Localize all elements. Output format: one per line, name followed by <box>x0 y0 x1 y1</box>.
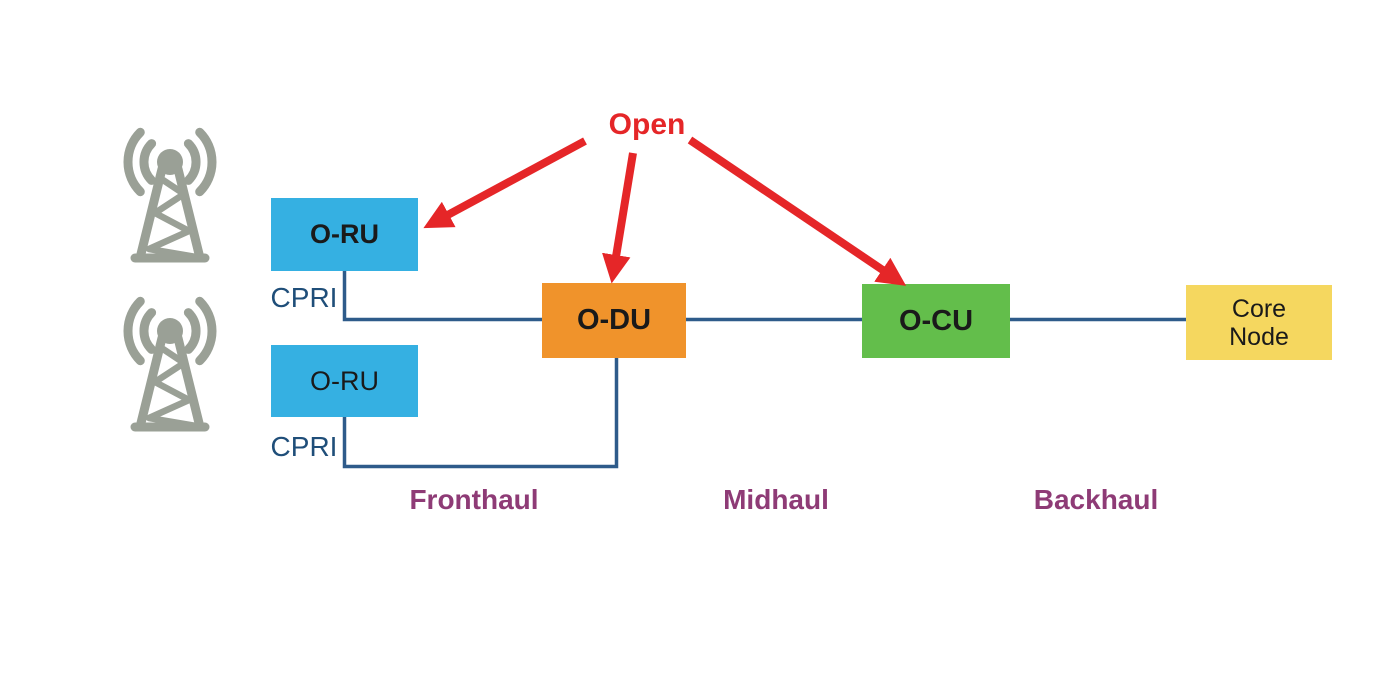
open-arrow-to-oru-icon <box>423 137 587 229</box>
node-o-ru-bottom: O-RU <box>271 345 418 417</box>
open-arrow-to-ocu-icon <box>687 136 907 286</box>
tower-bracing <box>145 176 200 261</box>
segment-label-fronthaul: Fronthaul <box>409 484 539 515</box>
radio-wave-arc <box>139 308 157 354</box>
radio-wave-arc <box>139 139 157 185</box>
tower-bracing <box>145 345 200 430</box>
antenna-tower-icon <box>123 127 217 263</box>
node-o-cu: O-CU <box>862 284 1010 358</box>
radio-wave-arc <box>183 308 201 354</box>
node-core-node: Core Node <box>1186 285 1332 360</box>
cpri-label-bottom: CPRI <box>270 431 338 462</box>
cpri-label-top: CPRI <box>270 282 338 313</box>
radio-wave-arc <box>123 296 145 366</box>
segment-label-midhaul: Midhaul <box>723 484 829 515</box>
node-o-du: O-DU <box>542 283 686 358</box>
cpri-connector-top <box>342 271 542 322</box>
node-label: O-CU <box>898 304 974 337</box>
tower-head <box>157 318 183 344</box>
segment-label-backhaul: Backhaul <box>1033 484 1159 515</box>
radio-wave-arc <box>183 139 201 185</box>
radio-wave-arc <box>195 296 217 366</box>
node-label: O-DU <box>576 304 652 336</box>
open-arrow-to-odu-icon <box>602 152 637 284</box>
node-o-ru-top: O-RU <box>271 198 418 271</box>
radio-wave-arc <box>123 127 145 197</box>
tower-leg-left <box>136 333 167 428</box>
tower-head <box>157 149 183 175</box>
open-annotation-label: Open <box>608 108 686 141</box>
tower-leg-left <box>136 164 167 259</box>
tower-leg-right <box>173 333 204 428</box>
radio-wave-arc <box>195 127 217 197</box>
tower-leg-right <box>173 164 204 259</box>
antenna-tower-icon <box>123 296 217 432</box>
node-label: Core Node <box>1229 294 1289 351</box>
node-label: O-RU <box>310 365 379 396</box>
node-label: O-RU <box>310 219 379 249</box>
